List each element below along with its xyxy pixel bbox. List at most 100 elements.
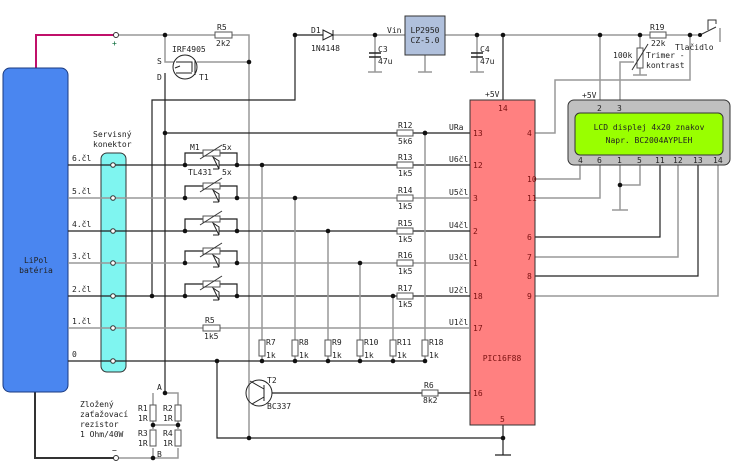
pic-pin-number: 4 — [527, 129, 532, 138]
diode-d1 — [322, 29, 335, 41]
connector-pin[interactable] — [110, 358, 116, 364]
pic-signal-label: U2čl — [449, 285, 468, 295]
junction-dot — [246, 59, 252, 65]
junction-dot — [500, 435, 506, 441]
junction-dot — [325, 358, 331, 364]
regulator-lp2950 — [404, 15, 446, 56]
series-resistor-ref: R12 — [398, 121, 413, 130]
cell-label: 3.čl — [72, 251, 91, 261]
connector-pin[interactable] — [110, 325, 116, 331]
connector-pin[interactable] — [110, 162, 116, 168]
shunt-resistor — [202, 215, 221, 223]
trimmer-potentiometer[interactable] — [631, 43, 649, 71]
plus-label: + — [112, 39, 117, 48]
load-resistor-value: 1R — [163, 414, 173, 423]
pic-pin-number: 12 — [473, 161, 483, 170]
shunt-ref: M1 — [190, 143, 200, 152]
battery — [2, 67, 69, 393]
divider-resistor — [258, 339, 266, 357]
resistor-r5-cell1 — [202, 324, 221, 332]
lcd-pin-number: 3 — [617, 104, 622, 113]
load-resistor-ref: R1 — [138, 404, 148, 413]
connector-pin[interactable] — [110, 195, 116, 201]
lcd-pin-number: 2 — [597, 104, 602, 113]
junction-dot — [234, 228, 240, 234]
push-button-switch[interactable] — [698, 19, 717, 37]
pic-microcontroller — [469, 99, 536, 426]
load-resistor — [174, 404, 182, 422]
junction-dot — [259, 162, 265, 168]
t1-part: IRF4905 — [172, 45, 206, 54]
junction-dot — [357, 260, 363, 266]
cell-label: 6.čl — [72, 153, 91, 163]
pic-pin-number: 17 — [473, 324, 483, 333]
junction-dot — [474, 32, 480, 38]
connector-pin[interactable] — [110, 293, 116, 299]
tl431-icon — [211, 221, 220, 236]
junction-dot — [500, 32, 506, 38]
load-resistor-value: 1R — [138, 414, 148, 423]
divider-resistor-ref: R11 — [397, 338, 412, 347]
junction-dot — [292, 358, 298, 364]
junction-dot — [234, 293, 240, 299]
series-resistor — [396, 161, 414, 169]
junction-dot — [357, 358, 363, 364]
divider-resistor-ref: R8 — [299, 338, 309, 347]
divider-resistor — [324, 339, 332, 357]
junction-dot — [150, 422, 156, 428]
load-resistor-value: 1R — [138, 439, 148, 448]
divider-resistor-value: 1k — [299, 351, 309, 360]
pic-signal-label: U4čl — [449, 220, 468, 230]
node-b-label: B — [157, 450, 162, 459]
tl431-icon — [211, 286, 220, 301]
t1-drain: D — [157, 73, 162, 82]
series-resistor-value: 1k5 — [398, 235, 413, 244]
junction-dot — [182, 293, 188, 299]
series-resistor-value: 5k6 — [398, 137, 413, 146]
series-resistor-value: 1k5 — [398, 169, 413, 178]
vin-label: Vin — [387, 26, 402, 35]
tl431-icon — [211, 253, 220, 268]
connector-pin[interactable] — [110, 260, 116, 266]
divider-resistor-ref: R9 — [332, 338, 342, 347]
node-a-label: A — [157, 383, 162, 392]
lcd-pin-number: 5 — [637, 156, 642, 165]
t2-ref: T2 — [267, 376, 277, 385]
pic-pin-number: 3 — [473, 194, 478, 203]
divider-resistor-ref: R7 — [266, 338, 276, 347]
junction-dot — [292, 195, 298, 201]
shunt-resistor — [202, 149, 221, 157]
pic-vss-pin: 5 — [500, 415, 505, 424]
c4-value: 47u — [480, 57, 495, 66]
connector-pin[interactable] — [110, 228, 116, 234]
resistor-r6 — [421, 389, 439, 397]
cell-label: 1.čl — [72, 316, 91, 326]
pic-pin-number: 10 — [527, 175, 537, 184]
r19-value: 22k — [651, 39, 666, 48]
t1-ref: T1 — [199, 73, 209, 82]
r6-ref: R6 — [424, 381, 434, 390]
lcd-line2: Napr. BC2004AYPLEH — [606, 136, 693, 145]
divider-resistor-value: 1k — [332, 351, 342, 360]
capacitor-c3 — [369, 52, 381, 58]
junction-dot — [175, 422, 181, 428]
series-resistor — [396, 194, 414, 202]
shunt-adjust-arrow — [199, 242, 223, 258]
load-resistor-value: 1R — [163, 439, 173, 448]
junction-dot — [162, 390, 168, 396]
shunt-adjust-arrow — [199, 275, 223, 291]
shunt-adjust-arrow — [199, 144, 223, 160]
shunt-resistor — [202, 182, 221, 190]
cell-label: 2.čl — [72, 284, 91, 294]
load-resistor — [174, 429, 182, 447]
junction-dot — [182, 228, 188, 234]
shunt-resistor — [202, 280, 221, 288]
junction-dot — [246, 435, 252, 441]
pic-pin-number: 6 — [527, 233, 532, 242]
junction-dot — [390, 293, 396, 299]
pic-signal-label: U1čl — [449, 317, 468, 327]
shunt-part: TL431 — [188, 168, 212, 177]
pic-pin-number: 11 — [527, 194, 537, 203]
